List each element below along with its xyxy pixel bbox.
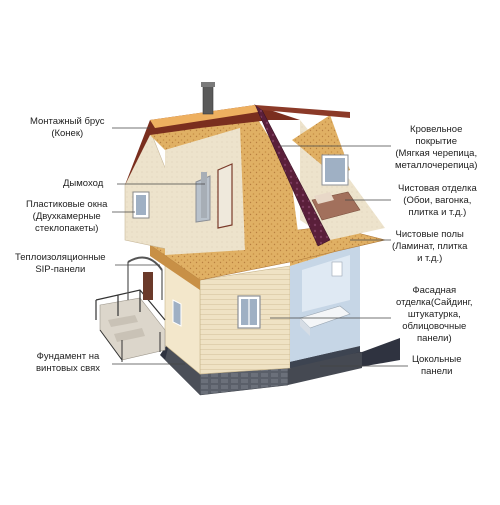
label-facade-line-5: панели) <box>416 333 452 344</box>
label-roofing-line-1: Кровельное <box>410 124 463 135</box>
label-windows-line-2: (Двухкамерные <box>32 211 101 222</box>
label-sip-panels: Теплоизоляционные SIP-панели <box>15 252 106 276</box>
label-foundation: Фундамент на винтовых свях <box>36 351 100 375</box>
label-plinth-line-2: панели <box>421 366 453 377</box>
label-roofing-line-3: (Мягкая черепица, <box>395 148 478 159</box>
label-foundation-line-2: винтовых свях <box>36 363 100 374</box>
label-roofing-line-4: металлочерепица) <box>395 160 478 171</box>
label-plinth: Цокольные панели <box>412 354 462 378</box>
chimney <box>201 82 215 115</box>
label-facade-line-3: штукатурка, <box>407 309 461 320</box>
label-ridge-line-2: (Конек) <box>51 128 84 139</box>
side-window-ground <box>172 299 182 327</box>
label-facade-line-2: отделка(Сайдинг, <box>396 297 473 308</box>
label-chimney-line-1: Дымоход <box>63 178 104 189</box>
label-plinth-line-1: Цокольные <box>412 354 462 365</box>
label-floors-line-2: (Ламинат, плитка <box>392 241 468 252</box>
label-ridge-line-1: Монтажный брус <box>30 116 105 127</box>
label-finish: Чистовая отделка (Обои, вагонка, плитка … <box>398 183 477 219</box>
label-sip-line-2: SIP-панели <box>35 264 86 275</box>
label-floors: Чистовые полы (Ламинат, плитка и т.д.) <box>392 229 467 265</box>
front-window <box>237 295 261 329</box>
label-floors-line-3: и т.д.) <box>417 253 443 264</box>
label-plastic-windows: Пластиковые окна (Двухкамерные стеклопак… <box>26 199 107 235</box>
label-roofing-line-2: покрытие <box>415 136 458 147</box>
label-ridge-beam: Монтажный брус (Конек) <box>30 116 104 140</box>
label-sip-line-1: Теплоизоляционные <box>15 252 106 263</box>
label-windows-line-3: стеклопакеты) <box>34 223 99 234</box>
label-windows-line-1: Пластиковые окна <box>26 199 108 210</box>
label-foundation-line-1: Фундамент на <box>36 351 100 362</box>
roof <box>125 104 350 247</box>
entrance-canopy <box>127 256 163 300</box>
label-finish-line-3: плитка и т.д.) <box>408 207 467 218</box>
right-attic-room <box>292 115 385 240</box>
leader-lines <box>112 127 408 367</box>
porch-stairs <box>95 289 166 362</box>
label-facade-line-1: Фасадная <box>412 285 457 296</box>
label-floors-line-1: Чистовые полы <box>395 229 464 240</box>
label-roofing: Кровельное покрытие (Мягкая черепица, ме… <box>395 124 477 172</box>
attic-interior <box>150 115 300 255</box>
label-chimney: Дымоход <box>63 178 103 190</box>
label-facade: Фасадная отделка(Сайдинг, штукатурка, об… <box>396 285 473 345</box>
label-facade-line-4: облицовочные <box>402 321 467 332</box>
label-finish-line-1: Чистовая отделка <box>398 183 477 194</box>
label-finish-line-2: (Обои, вагонка, <box>403 195 472 206</box>
